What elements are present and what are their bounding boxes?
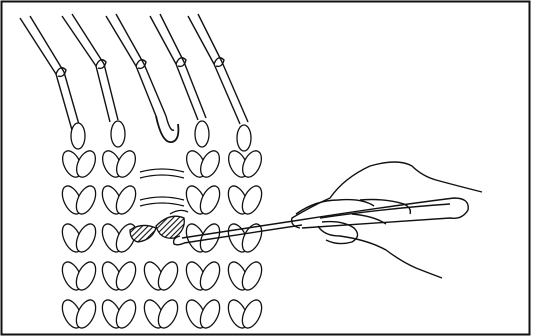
stitch-column-2	[98, 121, 139, 331]
latch-tool	[174, 198, 469, 245]
needle-2	[62, 14, 118, 122]
needle-4	[150, 14, 206, 120]
needle-5	[188, 14, 248, 124]
stitch-column-3-ladder	[140, 169, 184, 331]
stitch-column-1	[58, 123, 99, 331]
picked-stitch	[130, 210, 188, 242]
needle-1	[20, 16, 80, 130]
hand-illustration	[292, 162, 482, 278]
stitch-column-4	[182, 121, 223, 331]
